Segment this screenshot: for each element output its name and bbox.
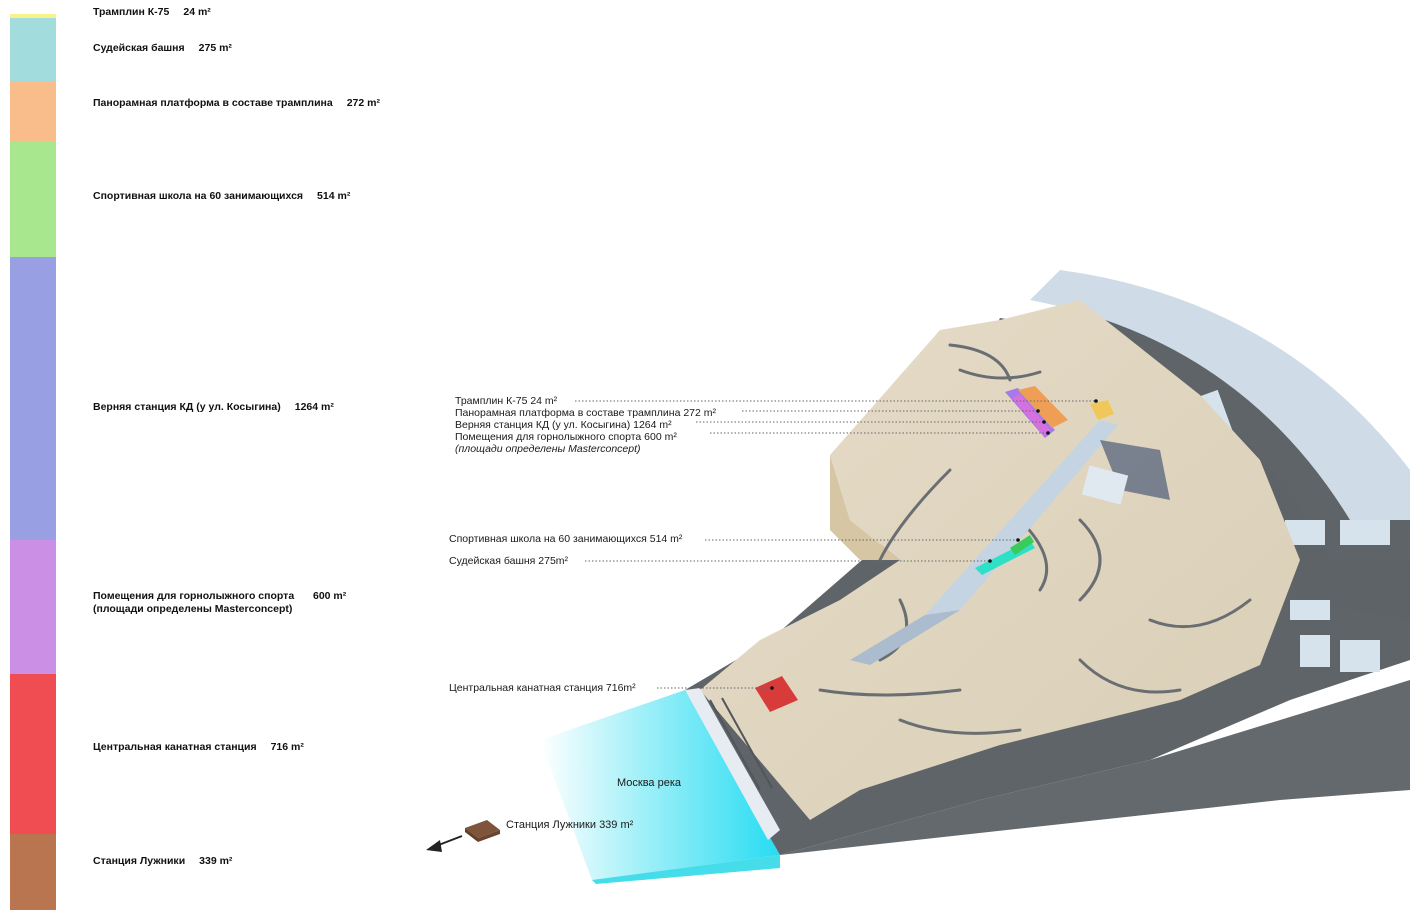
- legend-swatch: [10, 256, 56, 540]
- legend-item: Спортивная школа на 60 занимающихся 514 m…: [93, 190, 350, 203]
- legend-item-name: Спортивная школа на 60 занимающихся: [93, 190, 304, 202]
- legend-swatch: [10, 674, 56, 834]
- legend-item-area: 24 m²: [183, 6, 211, 18]
- legend-item: Трамплин К-75 24 m²: [93, 6, 211, 19]
- panorama-platform: [1018, 386, 1068, 428]
- legend-item-area: 275 m²: [198, 42, 232, 54]
- legend-item-name: Панорамная платформа в составе трамплина: [93, 97, 333, 109]
- callout-ski-rooms-note: (площади определены Masterconcept): [455, 443, 641, 455]
- callout-upper-station: Верняя станция КД (у ул. Косыгина) 1264 …: [455, 419, 672, 431]
- ski-rooms-building: [1012, 394, 1050, 436]
- legend-item-name: Судейская башня: [93, 42, 185, 54]
- legend-swatch: [10, 539, 56, 675]
- legend-swatch: [10, 833, 56, 910]
- legend-swatch: [10, 142, 56, 257]
- callout-panorama: Панорамная платформа в составе трамплина…: [455, 407, 717, 419]
- legend-swatch: [10, 14, 56, 19]
- legend-swatch: [10, 81, 56, 143]
- legend-item: Судейская башня 275 m²: [93, 42, 232, 55]
- legend-item-area: 600 m²: [313, 590, 347, 602]
- legend-item-name: Центральная канатная станция: [93, 741, 257, 753]
- legend-item: Станция Лужники 339 m²: [93, 855, 232, 868]
- legend-item-area: 1264 m²: [294, 401, 334, 413]
- callout-ski-rooms: Помещения для горнолыжного спорта 600 m²: [455, 431, 677, 443]
- callout-luzhniki: Станция Лужники 339 m²: [506, 819, 634, 831]
- river: [540, 690, 780, 880]
- luzhniki-station: [465, 820, 500, 838]
- road: [1030, 270, 1410, 520]
- ski-jump-slope: [925, 420, 1118, 615]
- legend-item-name: Трамплин К-75: [93, 6, 170, 18]
- legend-item-name: Верняя станция КД (у ул. Косыгина): [93, 401, 281, 413]
- legend-item: Панорамная платформа в составе трамплина…: [93, 97, 380, 110]
- callout-sports-school: Спортивная школа на 60 занимающихся 514 …: [449, 533, 683, 545]
- legend-item-area: 514 m²: [317, 190, 351, 202]
- legend-item-name: Станция Лужники: [93, 855, 186, 867]
- legend-color-bar: [10, 14, 56, 910]
- callout-judges-tower: Судейская башня 275m²: [449, 555, 569, 567]
- jump-top: [1090, 400, 1114, 420]
- legend-swatch: [10, 18, 56, 82]
- callout-group-top: Трамплин К-75 24 m² Панорамная платформа…: [455, 395, 716, 455]
- river-label: Москва река: [617, 777, 682, 789]
- judges-tower: [1010, 535, 1034, 555]
- legend-item: Верняя станция КД (у ул. Косыгина) 1264 m…: [93, 401, 334, 414]
- legend-item-name: Помещения для горнолыжного спорта (площа…: [93, 590, 295, 615]
- legend-item-area: 272 m²: [346, 97, 380, 109]
- legend-item: Центральная канатная станция 716 m²: [93, 741, 304, 754]
- legend-item-area: 339 m²: [199, 855, 233, 867]
- legend-item: Помещения для горнолыжного спорта (площа…: [93, 590, 346, 616]
- callout-central-station: Центральная канатная станция 716m²: [449, 682, 636, 694]
- callout-ski-jump: Трамплин К-75 24 m²: [455, 395, 558, 407]
- legend-item-area: 716 m²: [270, 741, 304, 753]
- central-station: [755, 676, 798, 712]
